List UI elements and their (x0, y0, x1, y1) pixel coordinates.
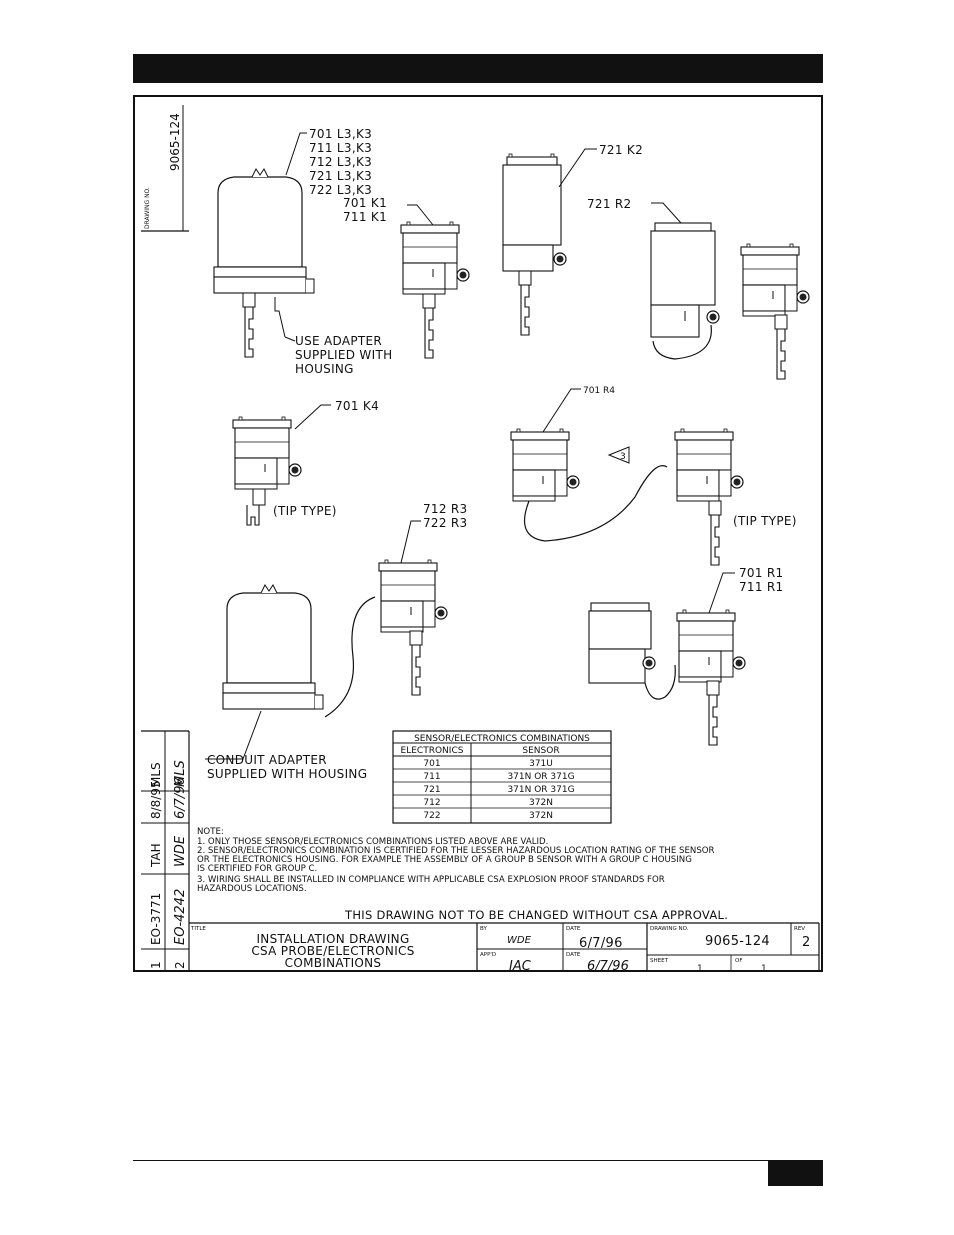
tb-drawing-no-label: DRAWING NO. (650, 926, 689, 932)
electronics-r4: 701 R4 3 (TIP TYPE) (510, 386, 797, 566)
dome-housing-l3k3 (213, 168, 315, 358)
combo-header-electronics: ELECTRONICS (401, 746, 464, 756)
rev-2-by: WDE (173, 835, 188, 867)
combo-row-electronics: 712 (423, 798, 440, 808)
notes-title: NOTE: (197, 827, 224, 837)
combo-table: SENSOR/ELECTRONICS COMBINATIONS ELECTRON… (392, 730, 612, 824)
rev-1-chk: MLS (149, 762, 163, 787)
callout-l3k3: 701 L3,K3 711 L3,K3 712 L3,K3 721 L3,K3 … (285, 127, 372, 197)
tb-drawing-no: 9065-124 (705, 934, 770, 949)
callout-tip-right: (TIP TYPE) (733, 514, 797, 528)
combo-header-sensor: SENSOR (522, 746, 559, 756)
date2-label: DATE (566, 952, 581, 958)
appd-value: JAC (506, 959, 532, 972)
drawing-no-vertical: 9065-124 (168, 113, 182, 171)
callout-l3k3-2: 712 L3,K3 (309, 155, 372, 169)
callout-adapter-2: HOUSING (295, 362, 354, 376)
electronics-k1: 701 K1 711 K1 (343, 196, 470, 359)
rev-2-chk: MLS (173, 760, 188, 787)
title-block: TITLE INSTALLATION DRAWING CSA PROBE/ELE… (189, 922, 820, 972)
combo-row-sensor: 372N (529, 811, 553, 821)
footer-rule (133, 1160, 823, 1161)
note-triangle-3: 3 (620, 452, 626, 462)
note-line: 2. SENSOR/ELECTRONICS COMBINATION IS CER… (197, 846, 715, 856)
electronics-r2: 721 R2 (587, 197, 810, 380)
notes: NOTE: 1. ONLY THOSE SENSOR/ELECTRONICS C… (197, 827, 715, 894)
rev-label: REV (794, 926, 805, 932)
revision-block: 1 2 EO-3771 EO-4242 TAH WDE 8/8/95 6/7/9… (141, 730, 190, 970)
callout-l3k3-0: 701 L3,K3 (309, 127, 372, 141)
note-line: HAZARDOUS LOCATIONS. (197, 884, 307, 894)
electronics-r1: 701 R1 711 R1 (588, 566, 784, 746)
appd-label: APP'D (480, 952, 496, 958)
callout-r1-0: 701 R1 (739, 566, 784, 580)
installation-drawing: DRAWING NO. 9065-124 1 2 EO-3771 EO-4242… (141, 105, 820, 972)
combo-row-electronics: 711 (423, 772, 440, 782)
rev-1-date: 8/8/95 (149, 780, 163, 819)
callout-r1-1: 711 R1 (739, 580, 784, 594)
title-label: TITLE (190, 926, 206, 932)
of-value: 1 (761, 964, 767, 972)
date-label: DATE (566, 926, 581, 932)
callout-adapter-1: SUPPLIED WITH (295, 348, 392, 362)
note-line: 1. ONLY THOSE SENSOR/ELECTRONICS COMBINA… (197, 837, 548, 847)
sheet-value: 1 (697, 964, 703, 972)
combo-row-electronics: 721 (423, 785, 440, 795)
page-number-tab (768, 1160, 823, 1186)
header-bar (133, 54, 823, 83)
rev-2: 2 (173, 961, 187, 969)
date2-value: 6/7/96 (587, 959, 629, 972)
combo-table-title: SENSOR/ELECTRONICS COMBINATIONS (414, 734, 590, 744)
callout-l3k3-1: 711 L3,K3 (309, 141, 372, 155)
callout-k4: 701 K4 (335, 399, 379, 413)
rev-2-eo: EO-4242 (173, 889, 188, 945)
note-line: IS CERTIFIED FOR GROUP C. (197, 864, 317, 874)
note-line: OR THE ELECTRONICS HOUSING. FOR EXAMPLE … (197, 855, 692, 865)
callout-l3k3-4: 722 L3,K3 (309, 183, 372, 197)
of-label: OF (735, 958, 743, 964)
combo-row-sensor: 371U (529, 759, 553, 769)
callout-k1-1: 711 K1 (343, 210, 387, 224)
sheet-label: SHEET (650, 958, 669, 964)
rev-value: 2 (802, 935, 811, 950)
callout-r2: 721 R2 (587, 197, 632, 211)
title-line: CSA PROBE/ELECTRONICS (251, 944, 414, 958)
callout-r3-0: 712 R3 (423, 502, 468, 516)
rev-2-date: 6/7/96 (173, 777, 188, 819)
callout-l3k3-3: 721 L3,K3 (309, 169, 372, 183)
combo-row-sensor: 371N OR 371G (507, 785, 574, 795)
callout-r4: 701 R4 (583, 386, 615, 396)
callout-k2: 721 K2 (599, 143, 643, 157)
electronics-r3: 712 R3 722 R3 (222, 502, 468, 718)
combo-row-electronics: 701 (423, 759, 440, 769)
rev-1-by: TAH (149, 843, 163, 868)
callout-adapter: USE ADAPTER SUPPLIED WITH HOUSING (284, 334, 392, 376)
callout-conduit-0: CONDUIT ADAPTER (207, 753, 327, 767)
by-label: BY (480, 926, 487, 932)
callout-r3-1: 722 R3 (423, 516, 468, 530)
drawing-no-label: DRAWING NO. (144, 187, 151, 229)
date-value: 6/7/96 (579, 936, 623, 951)
callout-conduit: CONDUIT ADAPTER SUPPLIED WITH HOUSING (205, 710, 367, 781)
by-value: WDE (507, 935, 532, 946)
title-line: COMBINATIONS (285, 956, 382, 970)
callout-tip-left: (TIP TYPE) (273, 504, 337, 518)
title-line: INSTALLATION DRAWING (256, 932, 409, 946)
note-line: 3. WIRING SHALL BE INSTALLED IN COMPLIAN… (197, 875, 665, 885)
rev-1-eo: EO-3771 (149, 893, 163, 945)
drawing-frame: DRAWING NO. 9065-124 1 2 EO-3771 EO-4242… (133, 95, 823, 972)
combo-row-sensor: 371N OR 371G (507, 772, 574, 782)
rev-1: 1 (149, 961, 163, 969)
electronics-k2: 721 K2 (502, 143, 643, 336)
callout-conduit-1: SUPPLIED WITH HOUSING (207, 767, 367, 781)
callout-adapter-0: USE ADAPTER (295, 334, 382, 348)
callout-k1-0: 701 K1 (343, 196, 387, 210)
combo-row-electronics: 722 (423, 811, 440, 821)
csa-notice: THIS DRAWING NOT TO BE CHANGED WITHOUT C… (344, 908, 728, 922)
combo-row-sensor: 372N (529, 798, 553, 808)
electronics-k4: 701 K4 (TIP TYPE) (232, 399, 379, 526)
